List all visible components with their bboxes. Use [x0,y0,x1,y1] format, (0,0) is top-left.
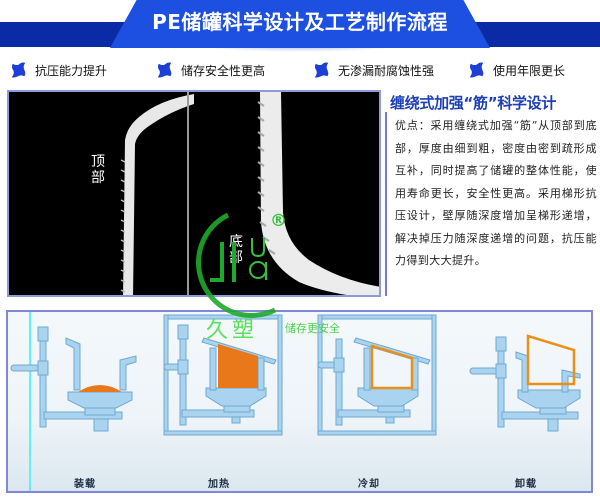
design-title: 缠绕式加强“筋”科学设计 [390,94,557,112]
top-section-label: 顶部 [91,154,105,186]
unloading-machine-icon [469,336,581,432]
feature-label: 抗压能力提升 [35,63,108,78]
feature-label: 无渗漏耐腐蚀性强 [338,63,435,78]
accent-line [385,112,387,296]
material-formed-tank [526,334,576,386]
loading-machine-icon [10,326,137,432]
material-melted [218,344,258,388]
photo-divider [187,92,189,295]
feature-list: 抗压能力提升 储存安全性更高 无渗漏耐腐蚀性强 使用年限更长 [0,57,600,83]
step-label-unloading: 卸载 [515,479,537,490]
star-blob-icon [11,62,26,78]
brand-slogan: 储存更安全 [285,322,340,335]
feature-item: 使用年限更长 [468,57,565,83]
header-glow [200,46,400,52]
star-blob-icon [469,62,484,78]
bottom-section-label: 底部 [229,234,243,266]
registered-mark: ® [270,211,287,231]
guide-line [29,312,31,491]
page-title: PE储罐科学设计及工艺制作流程 [152,10,448,34]
tank-wall-cross-section-image [120,92,379,295]
feature-item: 储存安全性更高 [156,57,265,83]
tank-wall-photo: 顶部 底部 [7,90,381,297]
material-powder [78,385,122,392]
star-blob-icon [157,62,172,78]
header-title-background [110,0,490,48]
design-description: 缠绕式加强“筋”科学设计 优点：采用缠绕式加强“筋”从顶部到底部，厚度由细到粗，… [385,90,600,300]
brand-name: 久塑 [206,318,259,343]
design-body: 优点：采用缠绕式加强“筋”从顶部到底部，厚度由细到粗，密度由密到疏形成互补，同时… [395,119,597,267]
process-flow-panel: 装载 加热 冷却 卸载 [6,310,593,493]
star-blob-icon [314,62,329,78]
feature-item: 无渗漏耐腐蚀性强 [313,57,434,83]
feature-label: 储存安全性更高 [181,63,266,78]
step-label-loading: 装载 [74,479,96,490]
feature-item: 抗压能力提升 [10,57,107,83]
process-diagram [10,314,581,436]
step-label-cooling: 冷却 [358,479,380,490]
step-label-heating: 加热 [208,479,230,490]
material-cooled-outline [370,344,414,390]
feature-label: 使用年限更长 [493,63,566,78]
